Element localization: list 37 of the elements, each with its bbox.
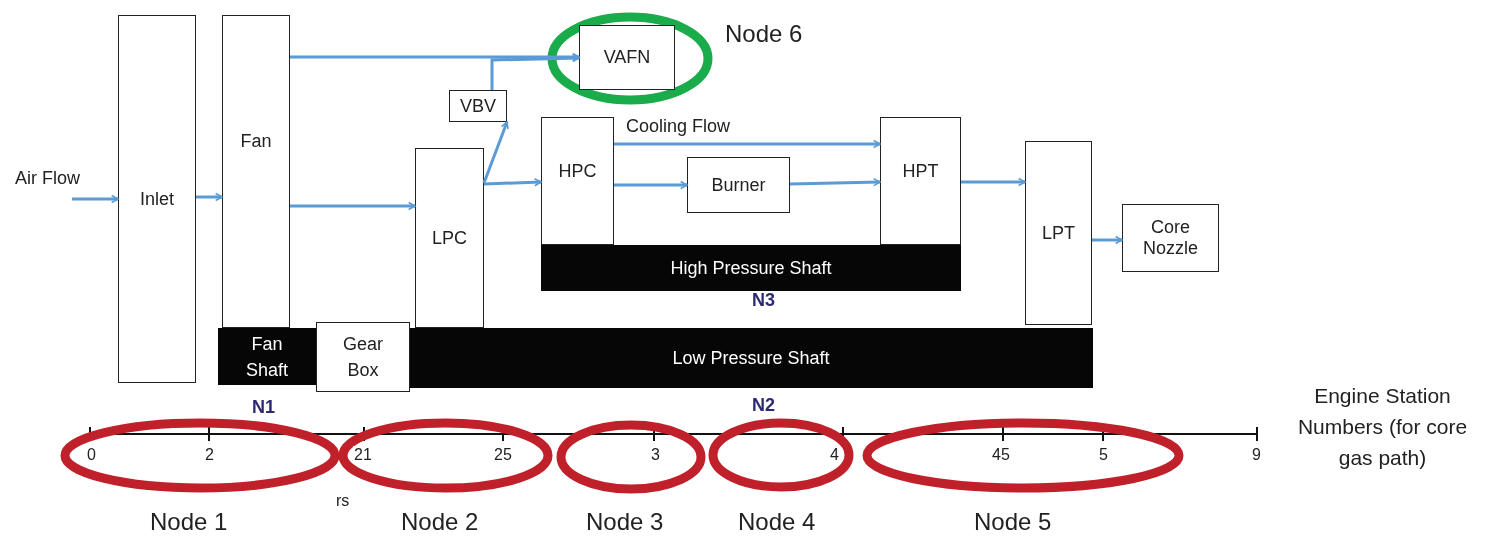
component-box: Gear Box [316,322,410,392]
flow-arrow [490,53,580,90]
node-label: Node 2 [401,508,479,536]
flow-arrow [614,180,688,190]
component-box: Core Nozzle [1122,204,1219,272]
node-label: Node 5 [974,508,1052,536]
component-box: Inlet [118,15,196,383]
flow-arrow [1092,235,1123,245]
shaft-bar: Fan Shaft [218,328,316,385]
component-box: VAFN [579,25,675,90]
axis-title: Engine Station Numbers (for core gas path) [1296,383,1469,471]
shaft-bar: Low Pressure Shaft [409,328,1093,388]
flow-arrow [483,177,542,187]
flow-arrow [290,52,580,62]
node-label: Node 6 [725,20,803,48]
flow-arrow [290,201,416,211]
flow-arrow [961,177,1026,187]
component-box: HPC [541,117,614,245]
component-box: VBV [449,90,507,122]
component-box: LPC [415,148,484,328]
component-box: Burner [687,157,790,213]
component-box: LPT [1025,141,1092,325]
node-label: Node 4 [738,508,816,536]
shaft-speed-label: N2 [752,395,775,416]
node-label: Node 3 [586,508,664,536]
component-box: Fan [222,15,290,328]
edge-label: Cooling Flow [626,116,731,137]
flow-arrow [196,192,223,202]
node-label: Node 1 [150,508,228,536]
shaft-speed-label: N3 [752,290,775,311]
component-box: HPT [880,117,961,245]
flow-arrow [482,121,509,184]
flow-arrow [72,194,119,204]
flow-arrow [789,177,881,187]
shaft-speed-label: N1 [252,397,275,418]
flow-arrow [614,139,881,149]
shaft-bar: High Pressure Shaft [541,245,961,291]
